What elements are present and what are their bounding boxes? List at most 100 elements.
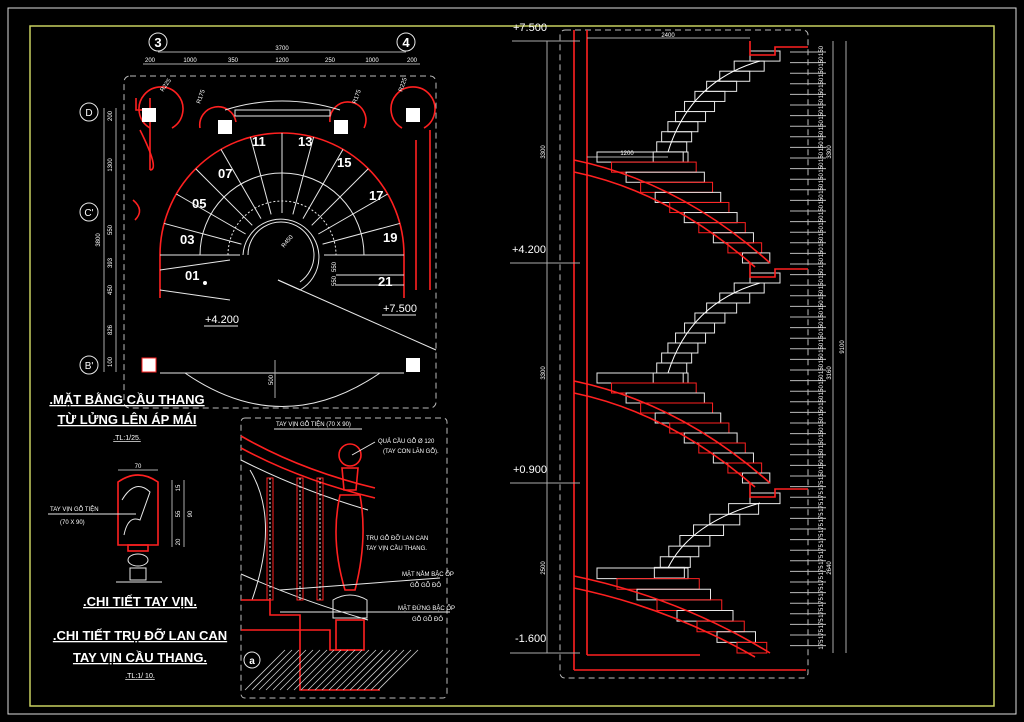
tread-line	[318, 193, 388, 235]
riser-label: 150	[819, 395, 825, 406]
tread-line	[292, 137, 315, 215]
post-title-line1: .CHI TIẾT TRỤ ĐỠ LAN CAN	[53, 628, 227, 643]
stair-step	[652, 372, 684, 384]
label-ball-2: (TAY CON LĂN GỖ).	[383, 448, 439, 455]
stair-step	[654, 412, 722, 424]
stair-step	[625, 171, 705, 183]
section-dim-left: 3300	[541, 145, 547, 159]
grid-label-4: 4	[402, 35, 410, 50]
tread-line	[249, 137, 272, 215]
stringer-curve	[667, 502, 761, 569]
label-tread-2: GỖ GÕ ĐỎ	[410, 582, 441, 589]
step-number: 01	[185, 268, 199, 283]
riser-label: 150	[819, 469, 825, 480]
riser-label: 150	[819, 67, 825, 78]
label-ball: QUẢ CẦU GỖ Ø 120	[378, 438, 435, 445]
dim-500: 500	[269, 374, 275, 385]
stair-slab	[573, 392, 756, 488]
riser-label: 150	[819, 438, 825, 449]
column-arc	[138, 86, 184, 129]
section-dim-half: 1200	[620, 151, 634, 157]
step-number: 21	[378, 274, 392, 289]
riser-label: 150	[819, 406, 825, 417]
riser-label: 175	[819, 533, 825, 544]
stair-step	[749, 272, 781, 284]
grid-bubble-3	[148, 32, 168, 52]
riser-label: 150	[819, 279, 825, 290]
riser-label: 150	[819, 448, 825, 459]
handrail-title: .CHI TIẾT TAY VỊN.	[83, 594, 197, 609]
riser-label: 150	[819, 183, 825, 194]
riser-label: 175	[819, 565, 825, 576]
handrail-section	[240, 435, 376, 499]
riser-label: 150	[819, 247, 825, 258]
grid-label-c: C'	[84, 208, 93, 219]
stair-step	[640, 402, 714, 414]
dim-top: 250	[325, 58, 336, 64]
step-number: 17	[369, 188, 383, 203]
riser-label: 150	[819, 363, 825, 374]
level-750: +7.500	[513, 22, 547, 34]
radius-label: R175	[196, 89, 207, 105]
level-mark-high: +7.500	[383, 303, 417, 315]
section-marker	[243, 651, 261, 669]
dim-left: 200	[108, 110, 114, 121]
stair-step	[656, 599, 723, 611]
stair-step	[668, 545, 700, 558]
step-number: 03	[180, 232, 194, 247]
dim-top: 200	[145, 58, 156, 64]
level-160: -1.600	[515, 633, 546, 645]
riser-label: 175	[819, 618, 825, 629]
label-post-2: TAY VỊN CẦU THANG.	[366, 545, 427, 552]
riser-label: 150	[819, 385, 825, 396]
dim-left: 550	[108, 224, 114, 235]
riser-label: 150	[819, 162, 825, 173]
riser-label: 150	[819, 321, 825, 332]
radius-label: R175	[352, 89, 363, 105]
riser-label: 150	[819, 353, 825, 364]
stair-step	[640, 181, 714, 193]
stair-step	[709, 513, 741, 526]
riser-label: 175	[819, 522, 825, 533]
riser-label: 175	[819, 554, 825, 565]
stair-slab	[573, 159, 771, 264]
riser-label: 150	[819, 342, 825, 353]
riser-label: 150	[819, 289, 825, 300]
step-number: 05	[192, 196, 206, 211]
step-number: 19	[383, 230, 397, 245]
riser-label: 150	[819, 257, 825, 268]
stair-plan: 3 4 D C' B' 3700 200 1000 350 1200 250 1…	[49, 32, 437, 442]
dim-total: 3700	[275, 46, 289, 52]
section-marker-label: a	[249, 656, 255, 667]
column	[406, 358, 420, 372]
grid-label-3: 3	[154, 35, 161, 50]
grid-bubble-4	[396, 32, 416, 52]
tread-line	[164, 222, 242, 245]
stair-step	[661, 352, 693, 364]
stringer-curve	[667, 282, 761, 374]
riser-label: 150	[819, 416, 825, 427]
dim-top: 1000	[365, 58, 379, 64]
riser-label: 150	[819, 98, 825, 109]
stair-step	[661, 131, 693, 143]
stair-step	[596, 372, 689, 384]
riser-label: 175	[819, 586, 825, 597]
handrail-dim: 20	[176, 538, 182, 545]
riser-label: 175	[819, 607, 825, 618]
dim-top: 350	[228, 58, 239, 64]
tread-line	[195, 168, 253, 226]
post-title-line2: TAY VỊN CẦU THANG.	[73, 650, 207, 665]
radius-label: R225	[160, 77, 174, 93]
riser-label: 150	[819, 204, 825, 215]
riser-label: 150	[819, 374, 825, 385]
column	[334, 120, 348, 134]
radius-label: R225	[398, 77, 409, 93]
stair-section: 2400 1200 +7.500 +4.200 +0.900 -1.600 33…	[510, 22, 847, 679]
stair-step	[611, 382, 697, 394]
riser-label: 150	[819, 120, 825, 131]
riser-label: 175	[819, 628, 825, 639]
landing-slab	[749, 263, 808, 278]
grid-bubble-c	[79, 202, 99, 222]
wooden-ball	[338, 443, 362, 467]
inner-dim: 550	[332, 275, 338, 286]
